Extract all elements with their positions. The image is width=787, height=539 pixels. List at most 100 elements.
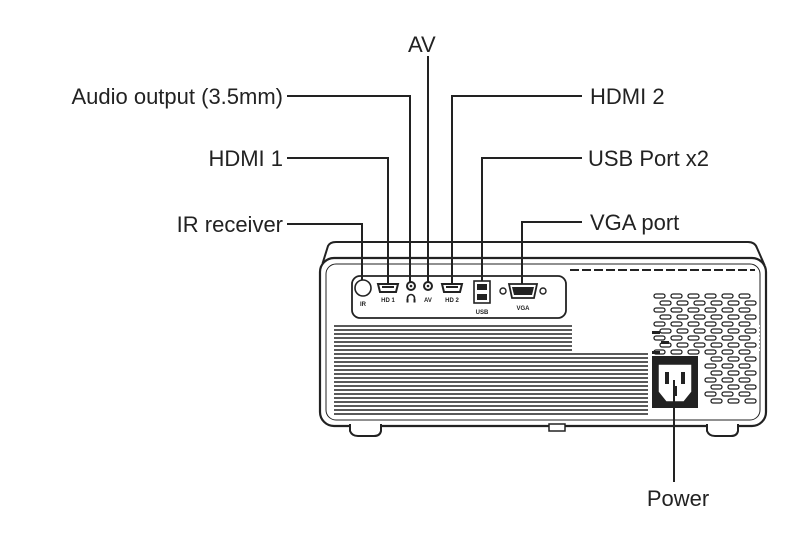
vent-slot: [659, 328, 672, 334]
vent-grille: [334, 325, 760, 415]
vent-slot: [710, 370, 723, 376]
vent-slot: [704, 391, 717, 397]
vent-slot: [704, 335, 717, 341]
vent-slot: [670, 335, 683, 341]
av-jack: [423, 281, 433, 291]
hdmi2-port: [440, 283, 464, 293]
vent-slot: [727, 314, 740, 320]
vent-slot: [744, 328, 757, 334]
callout-av: AV: [408, 32, 436, 57]
vent-slot: [721, 293, 734, 299]
leader-vga: [521, 221, 582, 284]
vent-slot: [693, 300, 706, 306]
vent-slot: [721, 363, 734, 369]
callout-vga: VGA port: [590, 210, 679, 235]
callout-audio-output: Audio output (3.5mm): [71, 84, 283, 109]
vga-port: [499, 283, 547, 299]
vent-slot: [704, 307, 717, 313]
vent-slot: [744, 356, 757, 362]
leader-ir: [287, 223, 363, 280]
vent-slot: [693, 328, 706, 334]
vent-slot: [687, 321, 700, 327]
vent-slot: [710, 300, 723, 306]
vent-slot: [653, 293, 666, 299]
vent-slot: [710, 314, 723, 320]
vent-slot: [659, 314, 672, 320]
hdmi1-port: [376, 283, 400, 293]
vent-slot: [727, 342, 740, 348]
vent-slot: [693, 314, 706, 320]
vent-slot: [687, 349, 700, 355]
vent-mark: [652, 351, 660, 354]
leader-hdmi2: [451, 95, 582, 284]
vent-slot: [744, 370, 757, 376]
leader-usb: [481, 157, 582, 281]
vent-slot: [670, 321, 683, 327]
vent-slot: [721, 321, 734, 327]
leader-lines: [287, 56, 675, 482]
vent-slot: [676, 314, 689, 320]
panel-label-usb: USB: [476, 310, 489, 316]
callout-hdmi2: HDMI 2: [590, 84, 665, 109]
vent-slot: [704, 293, 717, 299]
vent-slot: [721, 349, 734, 355]
vent-slot: [704, 377, 717, 383]
headphone-icon: [406, 293, 416, 303]
vent-slot: [721, 377, 734, 383]
side-vents: [652, 293, 757, 404]
vent-slot: [676, 328, 689, 334]
vent-slot: [704, 349, 717, 355]
vent-slot: [653, 321, 666, 327]
vent-slot: [710, 398, 723, 404]
vent-slot: [704, 363, 717, 369]
leader-hdmi1: [287, 157, 389, 284]
panel-label-av: AV: [424, 298, 432, 304]
vent-slot: [744, 300, 757, 306]
callout-power: Power: [647, 486, 709, 511]
vent-slot: [710, 384, 723, 390]
callout-hdmi1: HDMI 1: [208, 146, 283, 171]
vent-slot: [738, 293, 751, 299]
vent-slot: [687, 335, 700, 341]
port-panel: IR HD 1 AV HD 2: [351, 275, 567, 319]
vent-slot: [670, 349, 683, 355]
vent-slot: [738, 363, 751, 369]
usb-ports: [473, 280, 491, 304]
vent-slot: [738, 321, 751, 327]
panel-label-vga: VGA: [516, 306, 530, 312]
vent-slot: [687, 307, 700, 313]
vent-slot: [744, 398, 757, 404]
vent-mark: [652, 331, 660, 334]
vent-slot: [738, 335, 751, 341]
panel-label-hd2: HD 2: [445, 298, 459, 304]
vent-slot: [670, 307, 683, 313]
leader-audio: [287, 95, 411, 282]
vent-slot: [721, 335, 734, 341]
vent-slot: [721, 307, 734, 313]
vent-slot: [676, 300, 689, 306]
vent-mark: [661, 341, 669, 344]
vent-slot: [738, 377, 751, 383]
vent-slot: [721, 391, 734, 397]
ir-receiver-window: [354, 279, 372, 297]
vent-slot: [670, 293, 683, 299]
vent-slot: [727, 300, 740, 306]
vent-slot: [744, 342, 757, 348]
vent-slot: [727, 356, 740, 362]
vent-slot: [727, 328, 740, 334]
vent-slot: [704, 321, 717, 327]
panel-label-ir: IR: [360, 302, 367, 308]
vent-slot: [653, 307, 666, 313]
vent-slot: [727, 370, 740, 376]
vent-slot: [710, 356, 723, 362]
callout-ir-receiver: IR receiver: [177, 212, 283, 237]
vent-slot: [727, 384, 740, 390]
vent-slot: [738, 391, 751, 397]
callout-usb: USB Port x2: [588, 146, 709, 171]
vent-slot: [687, 293, 700, 299]
vent-slot: [738, 307, 751, 313]
audio-jack: [406, 281, 416, 291]
vent-slot: [744, 384, 757, 390]
vent-slot: [744, 314, 757, 320]
